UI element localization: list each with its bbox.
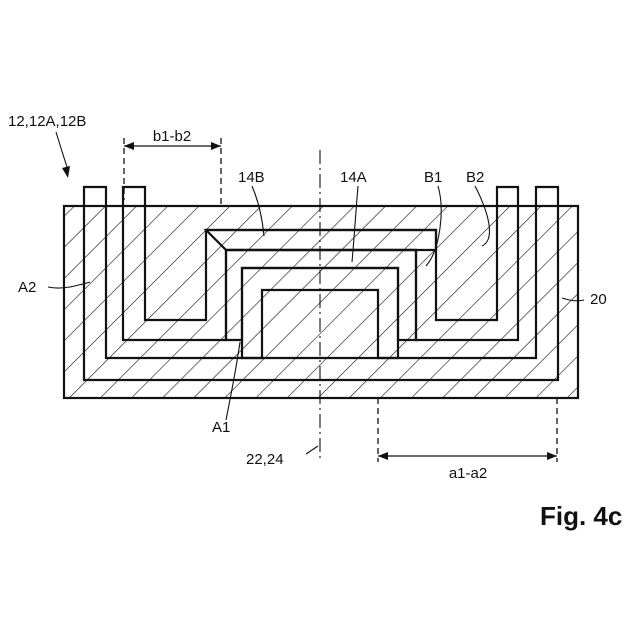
label-a2: A2	[18, 279, 36, 296]
label-a1: A1	[212, 419, 230, 436]
label-14a: 14A	[340, 169, 367, 186]
dimension-b1-b2: b1-b2	[124, 128, 221, 206]
label-axis: 22,24	[246, 451, 284, 468]
dimension-a1-a2: a1-a2	[378, 398, 557, 482]
label-20: 20	[590, 291, 607, 308]
label-b1-b2: b1-b2	[153, 128, 191, 145]
figure-caption: Fig. 4c	[540, 501, 622, 531]
body-20	[64, 206, 578, 398]
label-b1: B1	[424, 169, 442, 186]
label-assembly: 12,12A,12B	[8, 113, 86, 130]
label-14b: 14B	[238, 169, 265, 186]
label-a1-a2: a1-a2	[449, 465, 487, 482]
label-b2: B2	[466, 169, 484, 186]
